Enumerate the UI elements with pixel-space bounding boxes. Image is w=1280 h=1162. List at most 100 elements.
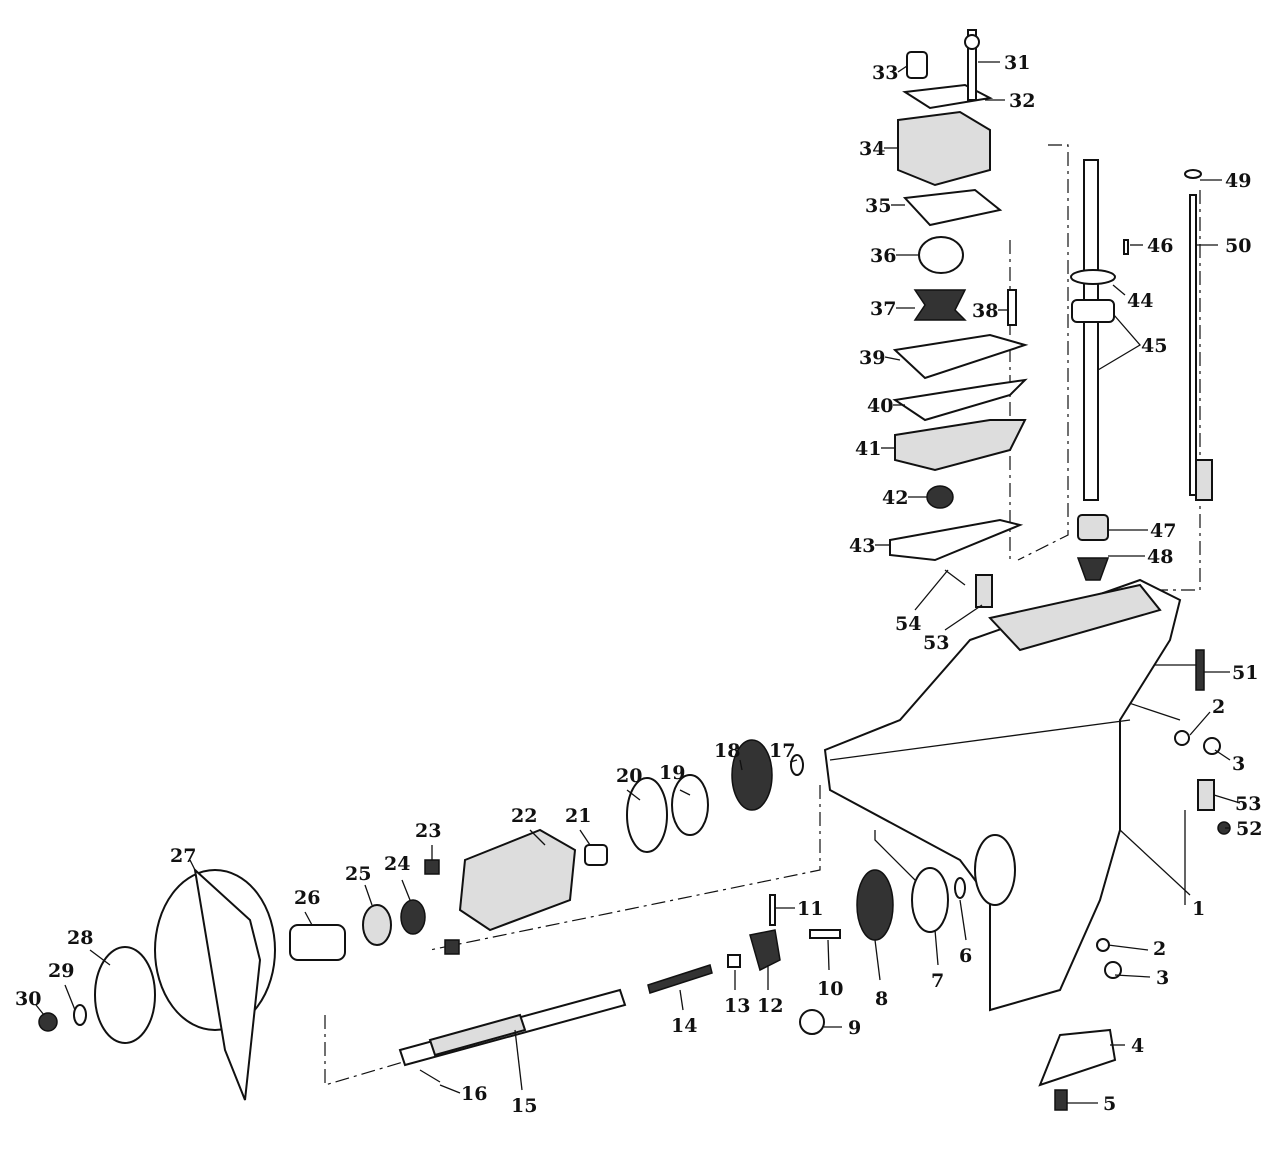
part-18-gear xyxy=(731,739,773,811)
callout-54: 54 xyxy=(895,613,921,635)
callout-30: 30 xyxy=(15,988,41,1010)
callout-2: 2 xyxy=(1153,938,1166,960)
part-7-bearing xyxy=(911,867,949,933)
part-51-stud xyxy=(1195,649,1205,691)
callout-26: 26 xyxy=(294,887,320,909)
part-43-gasket xyxy=(889,518,1024,562)
part-16-pin xyxy=(419,1069,441,1083)
part-4-trim-tab xyxy=(1038,1028,1117,1087)
part-24-seal xyxy=(400,899,426,935)
callout-6: 6 xyxy=(959,945,972,967)
callout-27: 27 xyxy=(170,845,196,867)
callout-4: 4 xyxy=(1131,1035,1144,1057)
callout-36: 36 xyxy=(870,245,896,267)
callout-47: 47 xyxy=(1150,520,1176,542)
part-29-washer xyxy=(73,1004,87,1026)
part-6-shim xyxy=(954,877,966,899)
part-17-ring xyxy=(790,754,804,776)
callout-14: 14 xyxy=(671,1015,697,1037)
part-35-gasket xyxy=(902,188,1003,227)
callout-42: 42 xyxy=(882,487,908,509)
callout-3: 3 xyxy=(1232,753,1245,775)
part-53-screen-upper xyxy=(975,574,993,608)
part-45-drive-shaft xyxy=(1083,159,1099,501)
callout-12: 12 xyxy=(757,995,783,1017)
callout-32: 32 xyxy=(1009,90,1035,112)
propeller-shaft-assembly xyxy=(38,739,966,1101)
callout-37: 37 xyxy=(870,298,896,320)
callout-50: 50 xyxy=(1225,235,1251,257)
callout-10: 10 xyxy=(817,978,843,1000)
callout-2: 2 xyxy=(1212,696,1225,718)
part-25-spacer xyxy=(362,904,392,946)
part-50-shift-rod xyxy=(1189,194,1197,496)
callout-20: 20 xyxy=(616,765,642,787)
callout-18: 18 xyxy=(714,740,740,762)
callout-53: 53 xyxy=(1235,793,1261,815)
callout-11: 11 xyxy=(797,898,823,920)
callout-8: 8 xyxy=(875,988,888,1010)
gearcase-housing xyxy=(823,569,1231,1111)
part-42-seal xyxy=(926,485,954,509)
part-36-cup xyxy=(918,236,964,274)
water-pump-assembly xyxy=(889,29,1029,562)
part-47-bearing xyxy=(1077,514,1109,541)
callout-5: 5 xyxy=(1103,1093,1116,1115)
part-30-nut xyxy=(38,1012,58,1032)
callout-16: 16 xyxy=(461,1083,487,1105)
callout-28: 28 xyxy=(67,927,93,949)
callout-25: 25 xyxy=(345,863,371,885)
part-10-pin xyxy=(809,929,841,939)
part-39-plate xyxy=(892,333,1029,380)
part-8-gear xyxy=(856,869,894,941)
callout-44: 44 xyxy=(1127,290,1153,312)
callout-53: 53 xyxy=(923,632,949,654)
callout-29: 29 xyxy=(48,960,74,982)
part-54-screw xyxy=(944,569,966,586)
callout-19: 19 xyxy=(659,762,685,784)
callout-22: 22 xyxy=(511,805,537,827)
callout-31: 31 xyxy=(1004,52,1030,74)
callout-39: 39 xyxy=(859,347,885,369)
part-38-bolt xyxy=(1007,289,1017,326)
callout-45: 45 xyxy=(1141,335,1167,357)
part-37-impeller xyxy=(913,289,967,321)
part-44-ring xyxy=(1070,269,1116,285)
part-31-bolt xyxy=(967,29,977,101)
callout-38: 38 xyxy=(972,300,998,322)
part-2-washer-lower xyxy=(1096,938,1110,952)
part-49-washer xyxy=(1184,169,1202,179)
part-12-clutch xyxy=(749,929,781,972)
callout-33: 33 xyxy=(872,62,898,84)
callout-46: 46 xyxy=(1147,235,1173,257)
part-9-ring xyxy=(799,1009,825,1035)
callout-17: 17 xyxy=(769,740,795,762)
part-45-bearing xyxy=(1071,299,1115,323)
callout-9: 9 xyxy=(848,1017,861,1039)
callout-35: 35 xyxy=(865,195,891,217)
part-14-spring xyxy=(647,964,713,994)
callout-43: 43 xyxy=(849,535,875,557)
callout-21: 21 xyxy=(565,805,591,827)
callout-40: 40 xyxy=(867,395,893,417)
part-28-thrust-washer xyxy=(94,946,156,1044)
part-53-screen-lower xyxy=(1197,779,1215,811)
part-13-spacer xyxy=(727,954,741,968)
callout-23: 23 xyxy=(415,820,441,842)
callout-48: 48 xyxy=(1147,546,1173,568)
callout-52: 52 xyxy=(1236,818,1262,840)
part-23-bolt xyxy=(424,859,440,875)
part-40-gasket xyxy=(892,378,1028,422)
part-3-plug-lower xyxy=(1104,961,1122,979)
part-5-bolt xyxy=(1054,1089,1068,1111)
leader-lines xyxy=(35,61,1241,1104)
part-21-bushing xyxy=(584,844,608,866)
callout-3: 3 xyxy=(1156,967,1169,989)
callout-labels: 1 2 2 3 3 4 5 6 7 8 9 10 11 12 13 14 15 … xyxy=(15,52,1262,1117)
part-34-pump-housing xyxy=(897,110,991,187)
part-1-gearcase xyxy=(823,578,1182,1012)
part-22-bearing-carrier xyxy=(458,828,577,932)
part-19-bearing xyxy=(671,774,709,836)
callout-51: 51 xyxy=(1232,662,1258,684)
part-20-o-ring xyxy=(626,777,668,853)
